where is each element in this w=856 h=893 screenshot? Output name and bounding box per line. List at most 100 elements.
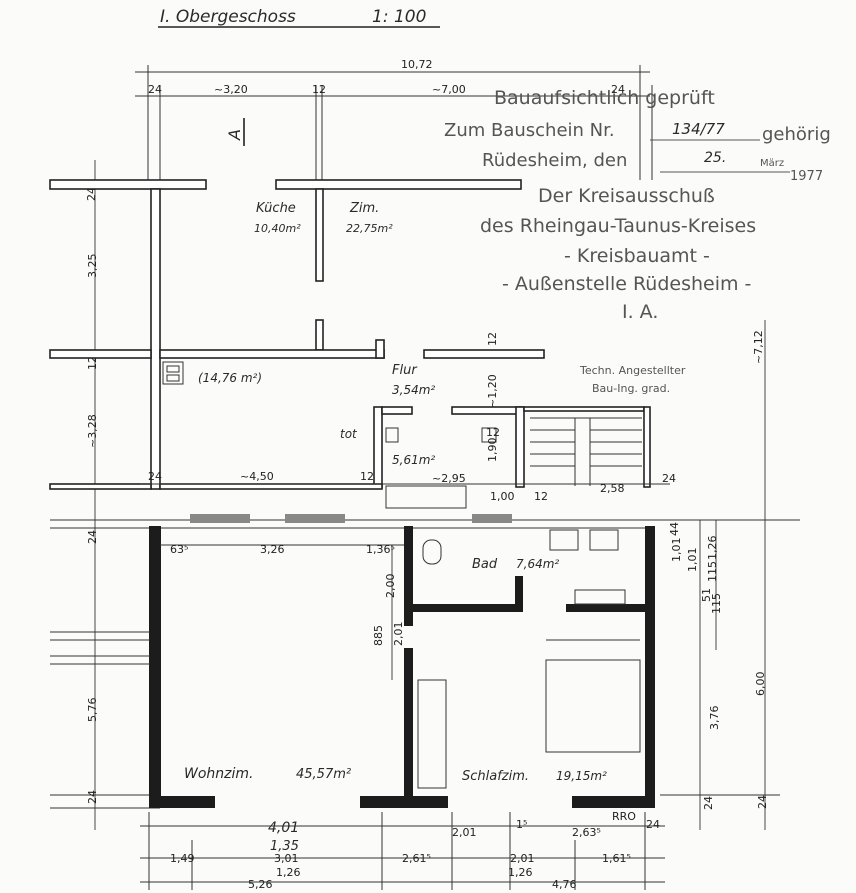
dim-right-600: 6,00 bbox=[754, 672, 767, 697]
stamp-bauschein-nr: 134/77 bbox=[672, 120, 725, 138]
dim-right-101: 1,01 bbox=[670, 538, 683, 563]
dim-wz-635: 63⁵ bbox=[170, 543, 188, 556]
upper-walls bbox=[49, 179, 651, 509]
dim-right-24b: 24 bbox=[756, 795, 769, 809]
dim-bottom-126b: 1,26 bbox=[508, 866, 533, 879]
dim-bottom-201a: 2,01 bbox=[452, 826, 477, 839]
section-marker-label: A bbox=[225, 129, 244, 141]
dim-right-24a: 24 bbox=[702, 796, 715, 810]
mid-dimension-chain: 24 ~4,50 12 ~2,95 1,00 12 2,58 24 ~1,20 … bbox=[140, 332, 676, 503]
bottom-dimension-chains: 4,01 1,35 2,01 1⁵ 2,63⁵ RRO 24 1,49 3,01… bbox=[140, 810, 665, 891]
left-dimension-chain: 24 3,25 12 ~3,28 24 5,76 24 bbox=[50, 160, 160, 830]
stamp-line2: Zum Bauschein Nr. bbox=[444, 120, 615, 141]
stamp-date-year: 1977 bbox=[790, 169, 823, 184]
room-wohnzimmer-area: 45,57m² bbox=[296, 767, 351, 782]
stamp-line6: - Kreisbauamt - bbox=[564, 245, 710, 267]
dim-bottom-2615: 2,61⁵ bbox=[402, 852, 431, 865]
dim-bottom-526: 5,26 bbox=[248, 878, 273, 891]
dim-left-325: 3,25 bbox=[86, 254, 99, 279]
dim-bottom-126a: 1,26 bbox=[276, 866, 301, 879]
room-flur-name: Flur bbox=[392, 363, 418, 378]
dim-wc-190: 1,90 bbox=[486, 438, 499, 463]
dim-mid-24: 24 bbox=[148, 470, 162, 483]
dim-mid-100: 1,00 bbox=[490, 490, 515, 503]
dim-left-328: ~3,28 bbox=[86, 414, 99, 448]
dim-left-12: 12 bbox=[86, 356, 99, 370]
room-schlafzimmer-name: Schlafzim. bbox=[462, 769, 529, 784]
dim-left-576: 5,76 bbox=[86, 698, 99, 723]
room-bad-area: 7,64m² bbox=[516, 557, 559, 571]
dim-bottom-476: 4,76 bbox=[552, 878, 577, 891]
dim-left-24a: 24 bbox=[85, 187, 98, 201]
dim-bottom-1615: 1,61⁵ bbox=[602, 852, 631, 865]
dim-bottom-24: 24 bbox=[646, 818, 660, 831]
dim-wz-326: 3,26 bbox=[260, 543, 285, 556]
dim-bottom-401: 4,01 bbox=[268, 820, 299, 836]
plan-scale: 1: 100 bbox=[372, 7, 426, 27]
dim-flur-120: ~1,20 bbox=[486, 374, 499, 408]
dim-mid-450: ~4,50 bbox=[240, 470, 274, 483]
dim-wz-885: 885 bbox=[372, 625, 385, 646]
dim-right-44: 44 bbox=[668, 522, 681, 536]
stamp-line8: I. A. bbox=[622, 301, 658, 323]
room-kueche-area: 10,40m² bbox=[254, 222, 301, 235]
dim-right-126: 1,26 bbox=[706, 536, 719, 561]
dim-bottom-201b: 2,01 bbox=[510, 852, 535, 865]
main-walls bbox=[50, 514, 800, 808]
dim-wz-200: 2,00 bbox=[384, 574, 397, 599]
room-wc-label: tot bbox=[340, 427, 358, 441]
stamp-line7: - Außenstelle Rüdesheim - bbox=[502, 273, 751, 295]
dim-mid-24b: 24 bbox=[662, 472, 676, 485]
title-block: I. Obergeschoss 1: 100 bbox=[158, 7, 440, 28]
dim-right-712: ~7,12 bbox=[752, 330, 765, 364]
dim-mid-258: 2,58 bbox=[600, 482, 625, 495]
room-unnamed-area: (14,76 m²) bbox=[198, 371, 262, 385]
dim-right-51: 51 bbox=[700, 588, 713, 602]
dim-bottom-135: 1,35 bbox=[270, 839, 299, 854]
dim-right-115b: 115 bbox=[710, 593, 723, 614]
dim-bottom-149: 1,49 bbox=[170, 852, 195, 865]
dim-top-total: 10,72 bbox=[401, 58, 433, 71]
dim-right-376: 3,76 bbox=[708, 706, 721, 731]
section-marker: A bbox=[225, 118, 245, 146]
room-wohnzimmer-name: Wohnzim. bbox=[184, 766, 253, 782]
room-wc-area: 5,61m² bbox=[392, 453, 435, 467]
living-dimensions: 63⁵ 3,26 1,36⁵ 2,00 885 2,01 bbox=[160, 543, 405, 680]
dim-left-24b: 24 bbox=[86, 530, 99, 544]
stamp-line3: Rüdesheim, den bbox=[482, 150, 627, 171]
plan-title: I. Obergeschoss bbox=[160, 7, 296, 27]
dim-bottom-rro: RRO bbox=[612, 810, 636, 823]
dim-right-101b: 1,01 bbox=[686, 548, 699, 573]
dim-mid-12a: 12 bbox=[360, 470, 374, 483]
stamp-signer2: Bau-Ing. grad. bbox=[592, 382, 670, 395]
room-zimmer-name: Zim. bbox=[349, 201, 379, 216]
dim-wz-201: 2,01 bbox=[392, 622, 405, 647]
dim-bottom-301: 3,01 bbox=[274, 852, 299, 865]
approval-stamp: Bauaufsichtlich geprüft Zum Bauschein Nr… bbox=[444, 87, 831, 395]
room-bad-name: Bad bbox=[472, 557, 498, 572]
dim-top-24b: 24 bbox=[611, 83, 625, 96]
room-flur-area: 3,54m² bbox=[392, 383, 435, 397]
top-dimension-chain: 10,72 24 ~3,20 12 ~7,00 24 bbox=[135, 58, 653, 180]
dim-top-12: 12 bbox=[312, 83, 326, 96]
room-schlafzimmer-area: 19,15m² bbox=[556, 769, 607, 783]
room-labels: Küche 10,40m² Zim. 22,75m² (14,76 m²) Fl… bbox=[184, 201, 607, 784]
dim-mid-295: ~2,95 bbox=[432, 472, 466, 485]
stamp-line4: Der Kreisausschuß bbox=[538, 185, 715, 207]
dim-top-320: ~3,20 bbox=[214, 83, 248, 96]
dim-wz-136: 1,36⁵ bbox=[366, 543, 395, 556]
dim-flur-12: 12 bbox=[486, 332, 499, 346]
dim-right-115: 115 bbox=[706, 561, 719, 582]
dim-top-24a: 24 bbox=[148, 83, 162, 96]
stamp-date-month: März bbox=[760, 158, 784, 169]
room-kueche-name: Küche bbox=[256, 201, 296, 216]
room-zimmer-area: 22,75m² bbox=[346, 222, 393, 235]
dim-bottom-2635: 2,63⁵ bbox=[572, 826, 601, 839]
stamp-line5: des Rheingau-Taunus-Kreises bbox=[480, 215, 756, 237]
stamp-line1: Bauaufsichtlich geprüft bbox=[494, 87, 715, 109]
stamp-signer1: Techn. Angestellter bbox=[579, 364, 686, 377]
stamp-date-day: 25. bbox=[704, 150, 726, 166]
dim-top-700: ~7,00 bbox=[432, 83, 466, 96]
dim-left-24c: 24 bbox=[86, 790, 99, 804]
